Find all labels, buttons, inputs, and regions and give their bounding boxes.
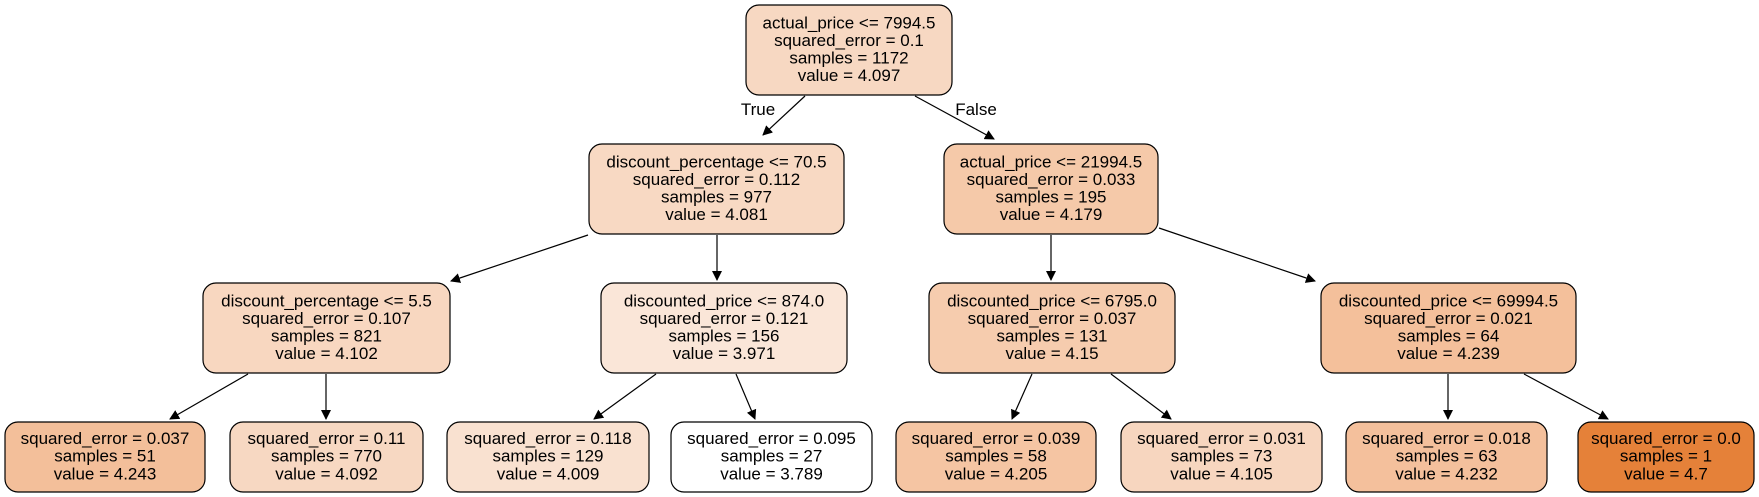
node-line: samples = 63 xyxy=(1396,447,1498,466)
node-line: value = 4.097 xyxy=(798,66,901,85)
node-line: actual_price <= 21994.5 xyxy=(960,152,1142,171)
edges-layer xyxy=(169,95,1609,420)
edge-label-true: True xyxy=(741,100,775,119)
node-line: squared_error = 0.0 xyxy=(1591,429,1741,448)
node-line: samples = 131 xyxy=(996,327,1107,346)
node-line: squared_error = 0.037 xyxy=(21,429,190,448)
node-line: squared_error = 0.039 xyxy=(912,429,1081,448)
node-line: samples = 821 xyxy=(271,327,382,346)
node-box xyxy=(928,282,1176,374)
node-line: value = 3.789 xyxy=(720,464,823,483)
edge-label-false: False xyxy=(955,100,997,119)
tree-node-n3: discount_percentage <= 5.5squared_error … xyxy=(202,282,451,374)
node-line: value = 4.15 xyxy=(1005,344,1098,363)
edge-n4-n9 xyxy=(593,373,657,420)
node-line: value = 4.102 xyxy=(275,344,378,363)
node-line: value = 4.105 xyxy=(1170,464,1273,483)
edge-n3-n7 xyxy=(169,373,249,420)
node-line: value = 3.971 xyxy=(673,344,776,363)
node-line: value = 4.081 xyxy=(665,205,768,224)
node-line: squared_error = 0.112 xyxy=(633,170,800,189)
node-line: value = 4.239 xyxy=(1397,344,1500,363)
node-line: samples = 1172 xyxy=(789,49,908,68)
node-line: squared_error = 0.1 xyxy=(774,31,924,50)
edge-n5-n11 xyxy=(1011,373,1033,420)
node-box xyxy=(600,282,848,374)
node-box xyxy=(1345,421,1548,493)
node-box xyxy=(745,4,953,96)
node-line: samples = 27 xyxy=(721,447,823,466)
tree-node-n6: discounted_price <= 69994.5squared_error… xyxy=(1320,282,1577,374)
node-line: samples = 977 xyxy=(661,188,772,207)
node-line: value = 4.243 xyxy=(54,464,157,483)
edge-n0-n1 xyxy=(762,95,806,136)
node-line: discount_percentage <= 70.5 xyxy=(606,152,826,171)
node-line: discount_percentage <= 5.5 xyxy=(221,291,432,310)
node-line: squared_error = 0.11 xyxy=(248,429,406,448)
node-line: value = 4.179 xyxy=(1000,205,1103,224)
node-box xyxy=(4,421,206,493)
node-line: value = 4.009 xyxy=(497,464,600,483)
node-box xyxy=(202,282,451,374)
node-box xyxy=(1120,421,1323,493)
node-line: samples = 129 xyxy=(492,447,603,466)
edge-n6-n14 xyxy=(1523,373,1609,420)
node-line: actual_price <= 7994.5 xyxy=(763,13,936,32)
edge-n5-n12 xyxy=(1110,373,1172,420)
node-line: value = 4.7 xyxy=(1624,464,1708,483)
node-line: squared_error = 0.031 xyxy=(1137,429,1306,448)
edge-n0-n2 xyxy=(914,95,995,140)
node-box xyxy=(895,421,1097,493)
node-line: value = 4.232 xyxy=(1395,464,1498,483)
node-line: squared_error = 0.021 xyxy=(1364,309,1533,328)
node-line: squared_error = 0.095 xyxy=(687,429,856,448)
node-box xyxy=(446,421,650,493)
node-line: value = 4.092 xyxy=(275,464,378,483)
node-line: samples = 73 xyxy=(1171,447,1273,466)
node-line: squared_error = 0.033 xyxy=(967,170,1136,189)
node-line: samples = 770 xyxy=(271,447,382,466)
tree-node-n5: discounted_price <= 6795.0squared_error … xyxy=(928,282,1176,374)
node-line: discounted_price <= 874.0 xyxy=(624,291,824,310)
node-line: squared_error = 0.018 xyxy=(1362,429,1531,448)
edge-n2-n6 xyxy=(1158,227,1316,283)
node-box xyxy=(943,143,1159,235)
node-box xyxy=(229,421,424,493)
node-box xyxy=(588,143,845,235)
node-line: squared_error = 0.121 xyxy=(640,309,809,328)
node-line: value = 4.205 xyxy=(945,464,1048,483)
node-box xyxy=(670,421,873,493)
node-box xyxy=(1577,421,1755,493)
edge-n4-n10 xyxy=(735,373,757,420)
node-line: samples = 58 xyxy=(945,447,1047,466)
node-line: samples = 64 xyxy=(1398,327,1500,346)
node-line: samples = 51 xyxy=(54,447,156,466)
node-line: samples = 156 xyxy=(668,327,779,346)
node-line: discounted_price <= 69994.5 xyxy=(1339,291,1558,310)
node-line: samples = 1 xyxy=(1620,447,1712,466)
node-box xyxy=(1320,282,1577,374)
node-line: squared_error = 0.107 xyxy=(242,309,411,328)
tree-node-n1: discount_percentage <= 70.5squared_error… xyxy=(588,143,845,235)
node-line: squared_error = 0.118 xyxy=(464,429,631,448)
edge-n1-n3 xyxy=(450,234,589,283)
node-line: discounted_price <= 6795.0 xyxy=(947,291,1157,310)
node-line: squared_error = 0.037 xyxy=(968,309,1137,328)
node-line: samples = 195 xyxy=(995,188,1106,207)
